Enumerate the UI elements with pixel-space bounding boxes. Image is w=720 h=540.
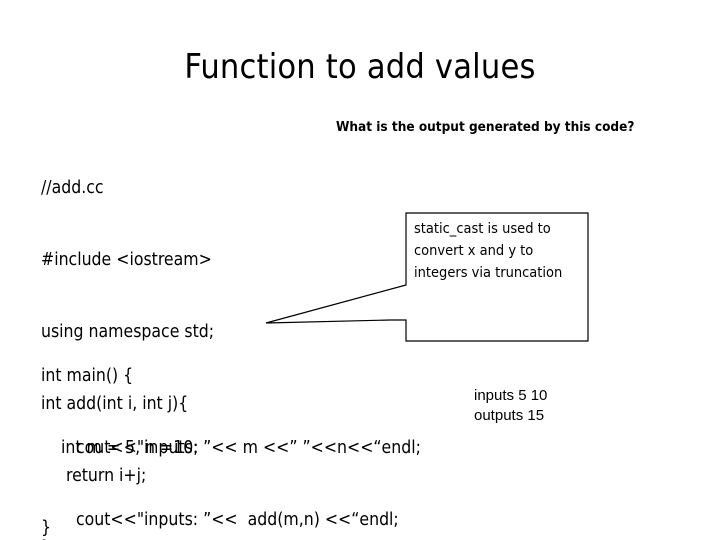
code-line: int m = 5, n =10;	[41, 438, 199, 458]
code-line: cout<<"inputs: ”<< m <<” ”<<n<<“endl;	[76, 438, 421, 458]
callout-text-line: integers via truncation	[414, 265, 563, 281]
callout-text-line: convert x and y to	[414, 243, 534, 259]
output-line-inputs: inputs 5 10	[474, 387, 548, 404]
code-block-cout: cout<<"inputs: ”<< m <<” ”<<n<<“endl; co…	[76, 388, 421, 540]
code-line: }	[41, 518, 52, 538]
code-line: int add(int i, int j){	[41, 394, 189, 414]
code-line: #include <iostream>	[41, 250, 212, 270]
question-prompt: What is the output generated by this cod…	[336, 119, 635, 135]
callout-text: static_cast is used to convert x and y t…	[414, 218, 590, 284]
code-line: cout<<"inputs: ”<< add(m,n) <<“endl;	[76, 510, 399, 530]
callout-outline	[266, 213, 588, 341]
code-line: //add.cc	[41, 178, 104, 198]
code-block-main: int main() { int m = 5, n =10;	[41, 316, 199, 508]
page-title: Function to add values	[184, 47, 536, 87]
output-line-outputs: outputs 15	[474, 407, 545, 424]
code-line: using namespace std;	[41, 322, 215, 342]
output-answer: inputs 5 10 outputs 15	[474, 386, 547, 426]
code-line: }	[41, 536, 214, 540]
code-closing-brace: }	[41, 468, 61, 540]
code-block-header: //add.cc #include <iostream> using names…	[41, 128, 214, 540]
callout-text-line: static_cast is used to	[414, 221, 551, 237]
code-line: return i+j;	[41, 466, 147, 486]
code-line: int main() {	[41, 366, 134, 386]
callout-shape	[255, 205, 600, 350]
